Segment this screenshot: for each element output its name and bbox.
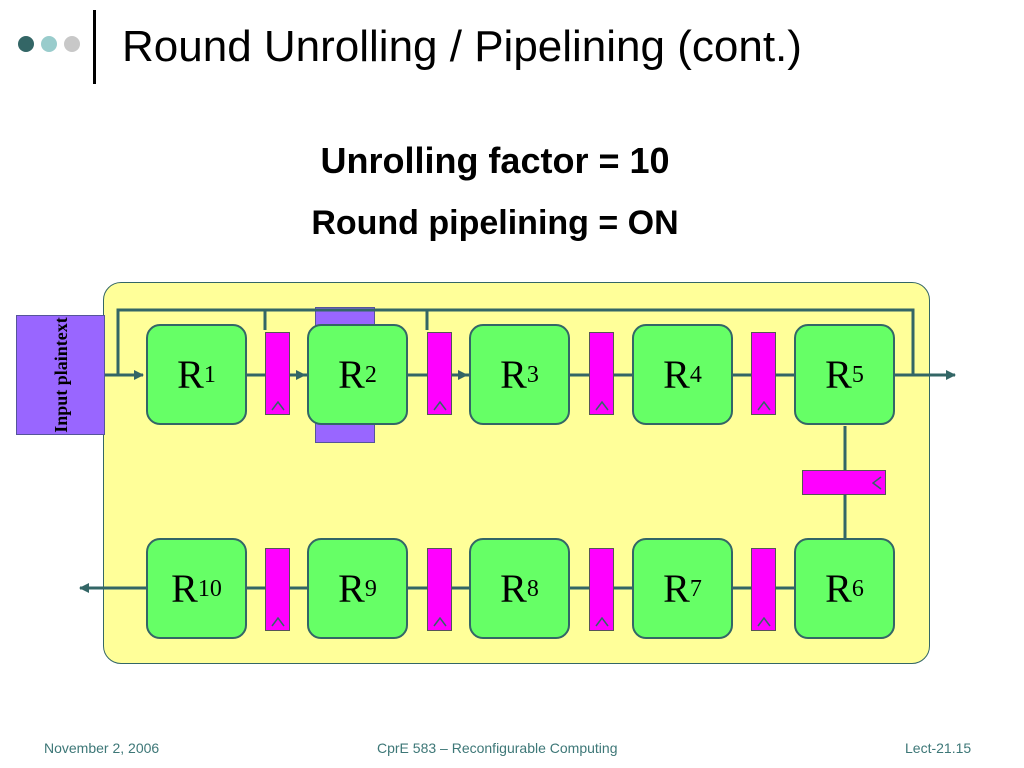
unrolling-factor-label: Unrolling factor = 10 [320,140,670,181]
slide-title: Round Unrolling / Pipelining (cont.) [122,22,802,71]
footer-date: November 2, 2006 [44,740,160,756]
footer-slide-number: Lect-21.15 [905,740,972,756]
input-plaintext-label: Input plaintext [50,317,71,433]
pipeline-register [265,548,290,631]
pipeline-register [589,332,614,415]
pipeline-register-vertical-path [802,470,886,495]
pipeline-register [751,332,776,415]
pipeline-register [751,548,776,631]
header-dot-3 [64,36,80,52]
title-divider [93,10,96,84]
input-plaintext-box [16,315,105,435]
header-dot-1 [18,36,34,52]
pipeline-register [265,332,290,415]
footer-course: CprE 583 – Reconfigurable Computing [377,740,618,756]
pipeline-register [589,548,614,631]
pipeline-register [427,548,452,631]
pipeline-register [427,332,452,415]
round-pipelining-label: Round pipelining = ON [311,204,679,242]
header-dot-2 [41,36,57,52]
